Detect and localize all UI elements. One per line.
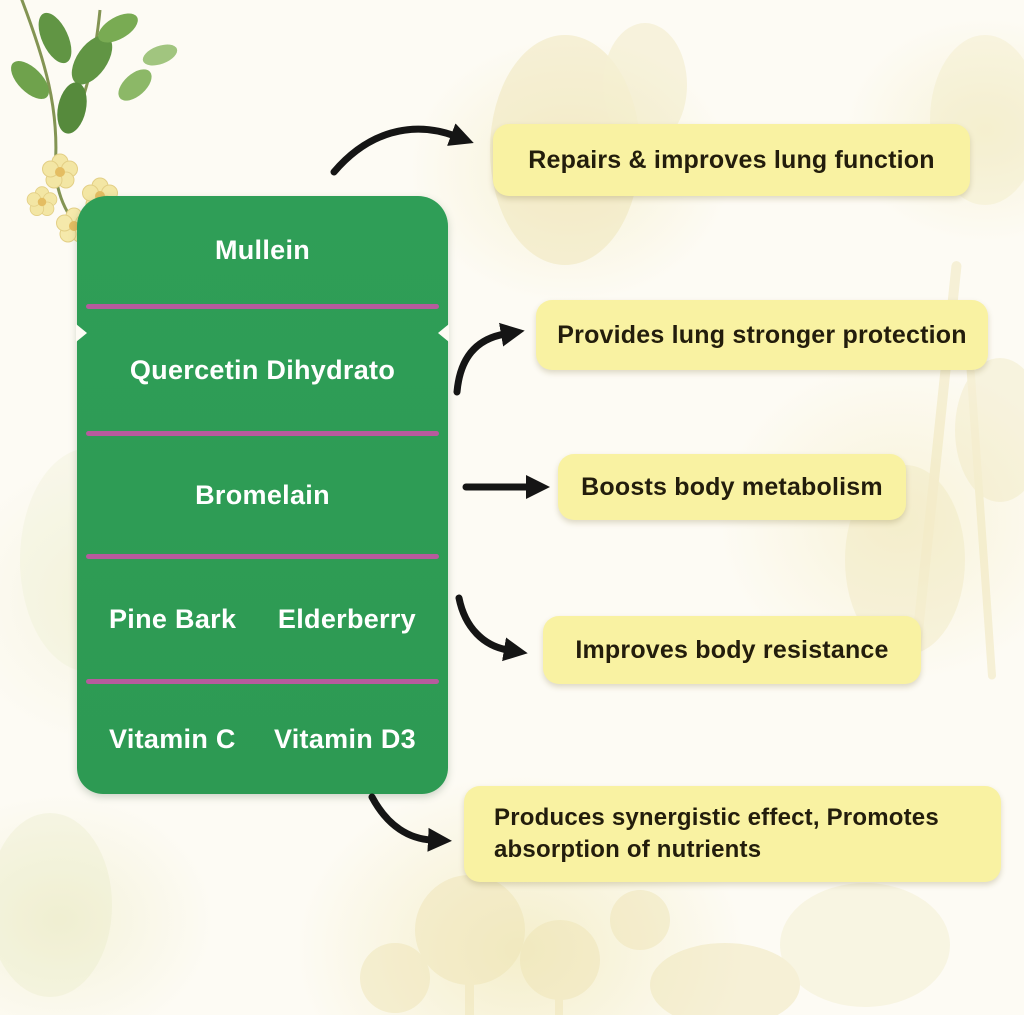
- divider-line: [86, 304, 439, 309]
- benefit-text: Improves body resistance: [575, 635, 889, 664]
- benefit-box-lung-function: Repairs & improves lung function: [493, 124, 970, 196]
- ingredient-label: Quercetin Dihydrato: [129, 354, 396, 385]
- tear-notch-right: [438, 324, 449, 342]
- benefit-text: Produces synergistic effect, Promotes ab…: [494, 803, 939, 863]
- benefit-text: Boosts body metabolism: [581, 472, 883, 501]
- benefit-box-metabolism: Boosts body metabolism: [558, 454, 906, 520]
- ingredient-label: Mullein: [214, 234, 311, 265]
- ingredients-panel: Mullein Quercetin Dihydrato Bromelain Pi…: [76, 196, 449, 794]
- leaf-cluster: [11, 12, 178, 134]
- benefit-box-resistance: Improves body resistance: [543, 616, 921, 684]
- tear-notch-left: [76, 324, 87, 342]
- benefit-box-lung-protection: Provides lung stronger protection: [536, 300, 988, 370]
- divider-line: [86, 431, 439, 436]
- benefit-text: Repairs & improves lung function: [528, 145, 935, 174]
- ingredient-row-mullein: Mullein: [77, 196, 448, 304]
- ingredient-label: Vitamin D3: [273, 723, 416, 754]
- ingredient-row-bromelain: Bromelain: [77, 436, 448, 554]
- ingredient-row-pinebark-elderberry: Pine Bark Elderberry: [77, 559, 448, 679]
- divider-line: [86, 554, 439, 559]
- divider-line: [86, 679, 439, 684]
- benefit-text: Provides lung stronger protection: [557, 320, 967, 349]
- ingredient-row-quercetin: Quercetin Dihydrato: [77, 309, 448, 431]
- ingredient-label: Elderberry: [277, 603, 416, 634]
- benefit-box-synergy: Produces synergistic effect, Promotes ab…: [464, 786, 1001, 882]
- ingredient-row-vitamins: Vitamin C Vitamin D3: [77, 684, 448, 794]
- ingredient-label: Vitamin C: [109, 723, 236, 754]
- ingredient-label: Pine Bark: [109, 603, 237, 634]
- ingredient-label: Bromelain: [195, 479, 330, 510]
